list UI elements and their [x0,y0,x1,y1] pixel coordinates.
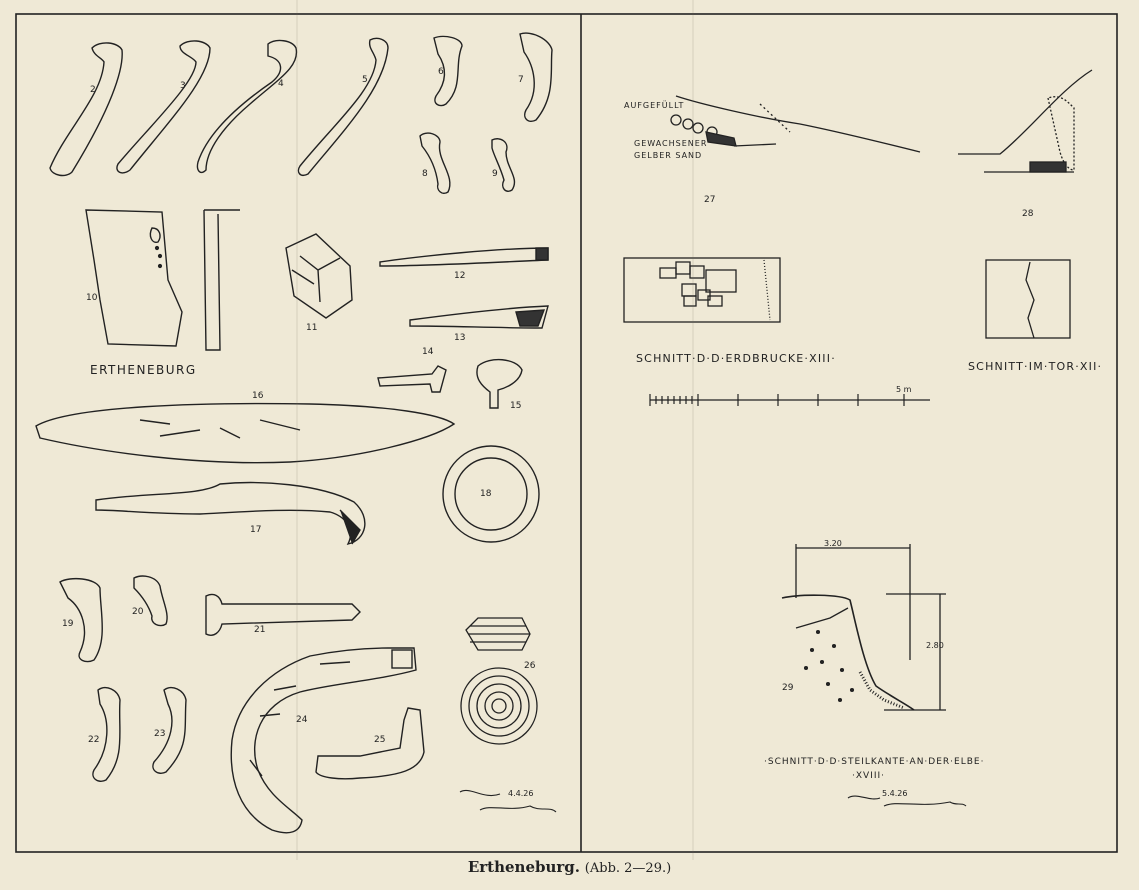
section-28-drawing [958,69,1093,173]
left-panel-label: ERTHENEBURG [90,363,197,377]
signature-right-date: 5.4.26 [882,789,907,798]
blade-16 [35,402,456,464]
fig-number: 26 [524,661,536,671]
fig-number: 27 [704,195,715,205]
rim-profiles-19-23 [59,575,187,782]
schnitt-elbe-label-1: ·SCHNITT·D·D·STEILKANTE·AN·DER·ELBE· [764,757,984,767]
plate-caption: Ertheneburg. (Abb. 2—29.) [0,858,1139,876]
fig-number: 10 [86,293,98,303]
plan-tor [985,259,1071,339]
fig-number: 14 [422,347,434,357]
figure-numbers: 2 3 4 5 6 7 8 9 10 11 12 13 14 15 16 17 … [62,67,1034,745]
caption-figures: (Abb. 2—29.) [584,861,672,876]
plan-erdbrucke [623,257,781,323]
paper-fold [296,0,298,860]
fig-number: 23 [154,729,165,739]
ring-18 [442,445,540,543]
sickle-17 [95,481,366,546]
dim-height: 2.80 [926,641,944,650]
fig-number: 28 [1022,209,1034,219]
fig-number: 18 [480,489,492,499]
fig27-label-mid: GEWACHSENER [634,139,707,148]
iron-tools-12-13 [379,247,549,329]
fig-number: 25 [374,735,385,745]
fig-number: 4 [278,79,284,89]
fig-number: 20 [132,607,144,617]
fig27-label-bot: GELBER SAND [634,151,702,160]
fig-number: 7 [518,75,524,85]
section-27-drawing [670,95,921,153]
stone-fragment-11 [285,233,353,319]
fig-number: 17 [250,525,261,535]
fig-number: 5 [362,75,368,85]
fig-number: 15 [510,401,521,411]
signature-left [459,790,557,813]
fig-number: 22 [88,735,99,745]
fig-number: 8 [422,169,428,179]
fragment-25 [315,707,425,780]
fig-number: 12 [454,271,465,281]
dim-width: 3.20 [824,539,842,548]
fig-number: 13 [454,333,465,343]
pot-fragment-10 [85,209,240,351]
fig-number: 16 [252,391,264,401]
paper-fold [692,0,694,860]
bead-26 [460,617,538,745]
fig-number: 2 [90,85,96,95]
small-tools-14-15 [377,359,523,409]
nail-21 [205,593,361,636]
pottery-rim-profiles [49,32,553,194]
signature-right [847,795,967,807]
schnitt-erdbrucke-label: SCHNITT·D·D·ERDBRUCKE·XIII· [636,352,836,365]
schnitt-tor-label: SCHNITT·IM·TOR·XII· [968,360,1102,373]
signature-left-date: 4.4.26 [508,789,533,798]
section-29-drawing [781,544,946,711]
fig-number: 19 [62,619,74,629]
plate-frame [15,13,1118,853]
fig-number: 9 [492,169,498,179]
fig27-label-top: AUFGEFÜLLT [624,100,684,110]
horn-24 [230,647,417,834]
fig-number: 24 [296,715,308,725]
fig-number: 3 [180,81,186,91]
fig-number: 21 [254,625,265,635]
schnitt-elbe-label-2: ·XVIII· [852,771,885,781]
caption-title: Ertheneburg. [467,858,580,876]
scale-bar [649,394,930,406]
scale-label: 5 m [896,385,912,394]
fig-number: 6 [438,67,444,77]
fig-number: 29 [782,683,794,693]
fig-number: 11 [306,323,317,333]
